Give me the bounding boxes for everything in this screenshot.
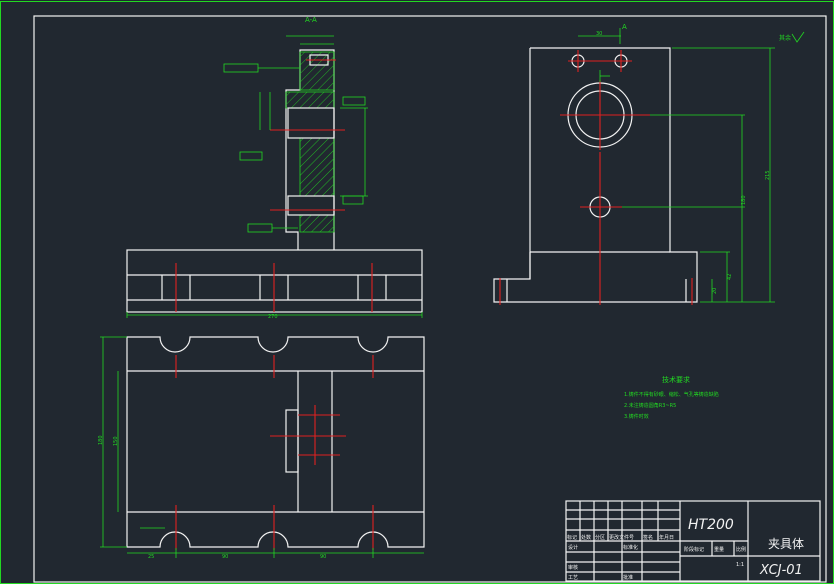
tb-stage-label: 阶段标记 [684,546,704,553]
plan-dim-90b: 90 [320,554,326,560]
front-view: A-A 270 [126,16,423,320]
side-dim-20: 20 [712,288,718,294]
tb-std-label: 标准化 [623,544,638,551]
tb-header-1: 处数 [581,534,591,541]
tb-approve-label: 批准 [623,574,633,581]
plan-dim-150: 150 [113,436,119,446]
tb-scale-label: 比例 [736,546,746,553]
tb-header-3: 更改文件号 [609,534,634,541]
tb-drawing-no: XCJ-01 [759,563,803,578]
tb-part-name: 夹具体 [768,537,804,551]
tb-header-2: 分区 [595,534,605,541]
side-view: A 其余 180 215 42 20 30 [493,23,805,305]
title-block: 标记 处数 分区 更改文件号 签名 年月日 设计 审核 工艺 标准化 批准 阶段… [565,500,821,582]
tb-row-design: 设计 [568,544,578,551]
drawing-frame [33,15,827,583]
front-width-dim: 270 [268,314,278,320]
tech-req-3: 3.铸件时效 [624,413,649,420]
plan-dim-90a: 90 [222,554,228,560]
tb-header-0: 标记 [567,534,577,541]
roughness-note: 其余 [779,34,791,42]
tb-header-4: 签名 [643,534,653,541]
plan-dim-25: 25 [148,554,154,560]
side-dim-215: 215 [765,170,771,180]
side-dim-180: 180 [741,195,747,205]
tech-req-2: 2.未注铸造圆角R3~R5 [624,402,676,409]
tb-weight-label: 重量 [714,546,724,553]
tb-row-process: 工艺 [568,575,578,581]
plan-dim-180: 180 [98,435,104,445]
tech-req-1: 1.铸件不得有砂眼、缩松、气孔等铸造缺陷 [624,391,719,398]
tech-requirements: 技术要求 1.铸件不得有砂眼、缩松、气孔等铸造缺陷 2.未注铸造圆角R3~R5 … [624,375,719,420]
side-dim-42: 42 [727,274,733,280]
section-label: A-A [305,16,317,24]
tb-scale: 1:1 [736,562,744,568]
tb-header-5: 年月日 [659,534,674,541]
plan-view: 180 150 90 90 25 [98,336,425,560]
tb-row-review: 审核 [568,564,578,571]
top-pitch-dim: 30 [596,31,602,37]
tb-material: HT200 [688,517,734,533]
view-arrow-label: A [622,23,627,31]
tech-req-title: 技术要求 [662,375,690,384]
